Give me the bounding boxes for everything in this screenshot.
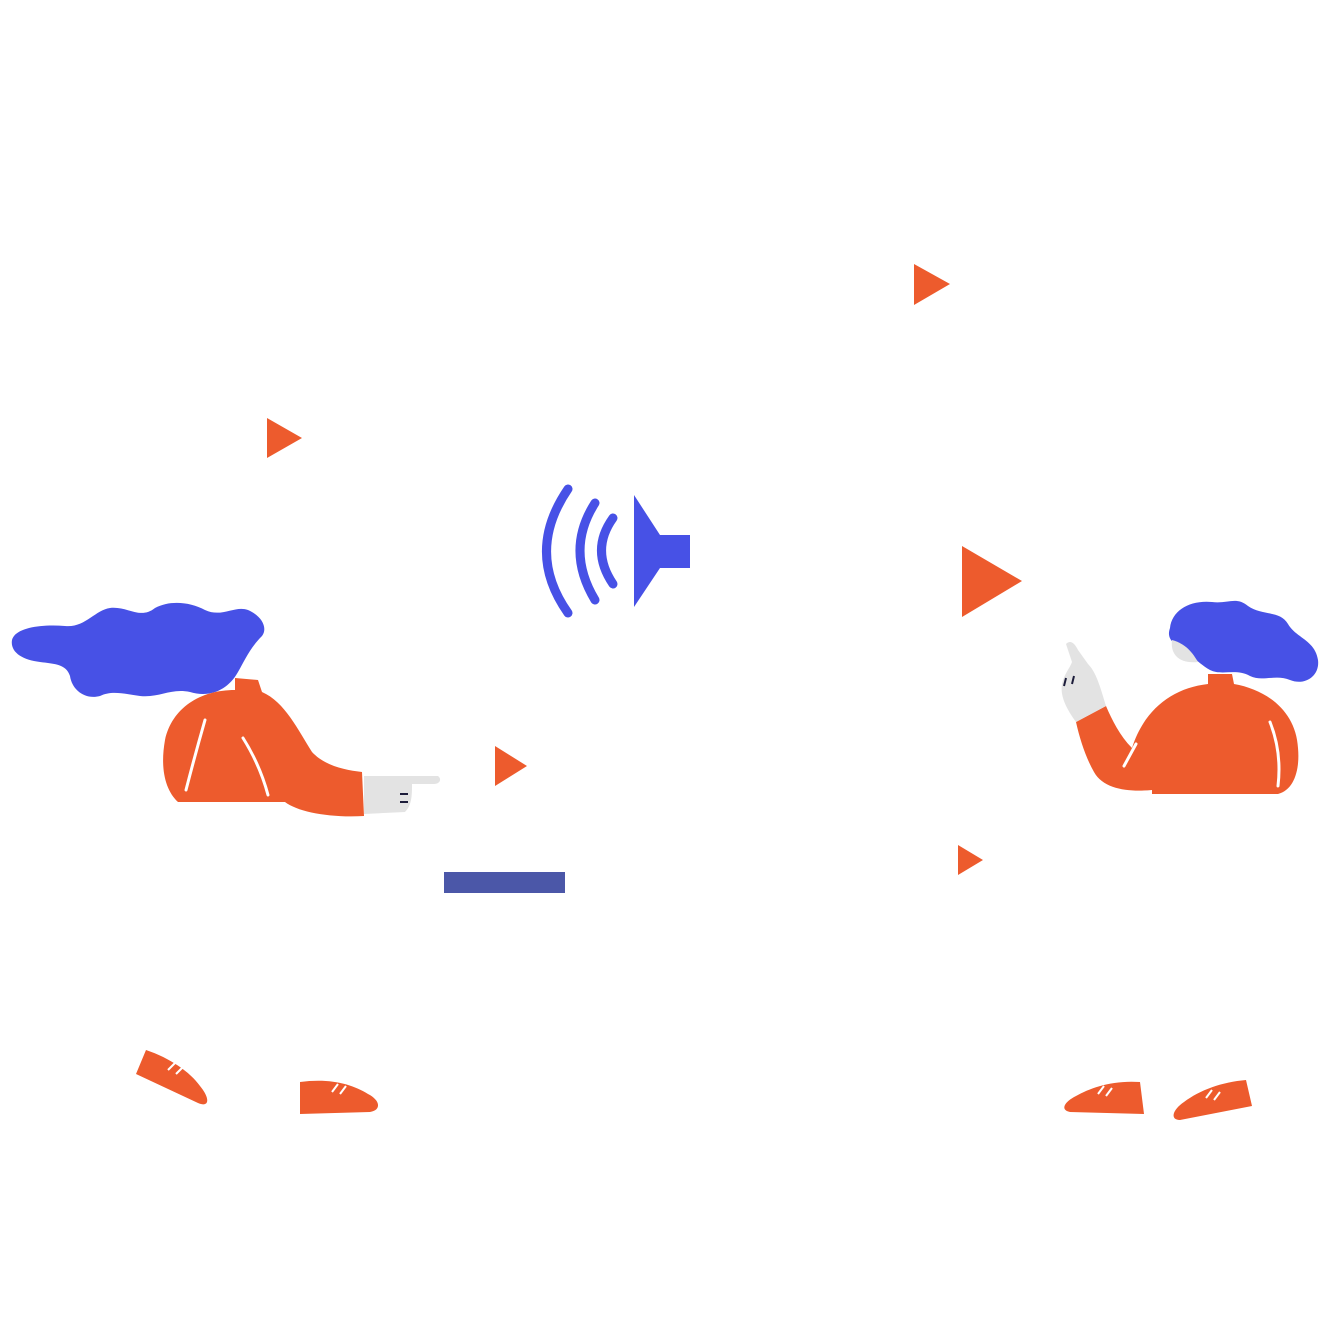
person-left-shoe (300, 1080, 379, 1114)
shoe-lace (1213, 1091, 1221, 1101)
person-left-torso (163, 678, 364, 817)
person-left-arm-line (241, 736, 270, 797)
play-icon (914, 264, 950, 305)
person-right-arm-line (1122, 742, 1138, 768)
person-right-hair (1168, 600, 1319, 682)
sound-wave-small (597, 513, 618, 589)
shoe-lace (1205, 1089, 1213, 1099)
sound-wave-medium (575, 498, 600, 605)
person-right-shoe (1064, 1081, 1144, 1114)
play-icon (958, 845, 983, 875)
shoe-lace (1097, 1085, 1105, 1095)
person-left-shoe (136, 1050, 208, 1105)
person-right (1061, 600, 1319, 1120)
play-icon (962, 546, 1022, 617)
play-triangles (267, 264, 1022, 875)
person-left (11, 602, 441, 1114)
shoe-lace (331, 1083, 339, 1093)
sound-wave-large (542, 484, 573, 618)
progress-bar (444, 872, 565, 893)
shoe-lace (167, 1061, 177, 1071)
shoe-lace (175, 1065, 185, 1075)
play-icon (267, 418, 302, 458)
speaker-volume-icon (542, 484, 690, 618)
person-right-shoe (1173, 1080, 1252, 1120)
speaker-body (634, 495, 690, 607)
person-left-arm-line (184, 718, 207, 792)
play-icon (495, 746, 527, 786)
person-right-face (1171, 640, 1198, 663)
person-right-torso (1076, 674, 1299, 794)
hand-detail-line (1063, 677, 1067, 687)
person-right-arm-line (1268, 720, 1281, 788)
person-left-hair (11, 602, 265, 697)
shoe-lace (339, 1085, 347, 1095)
shoe-lace (1105, 1087, 1113, 1097)
hand-detail-line (1071, 675, 1075, 685)
person-right-hand (1061, 642, 1106, 722)
